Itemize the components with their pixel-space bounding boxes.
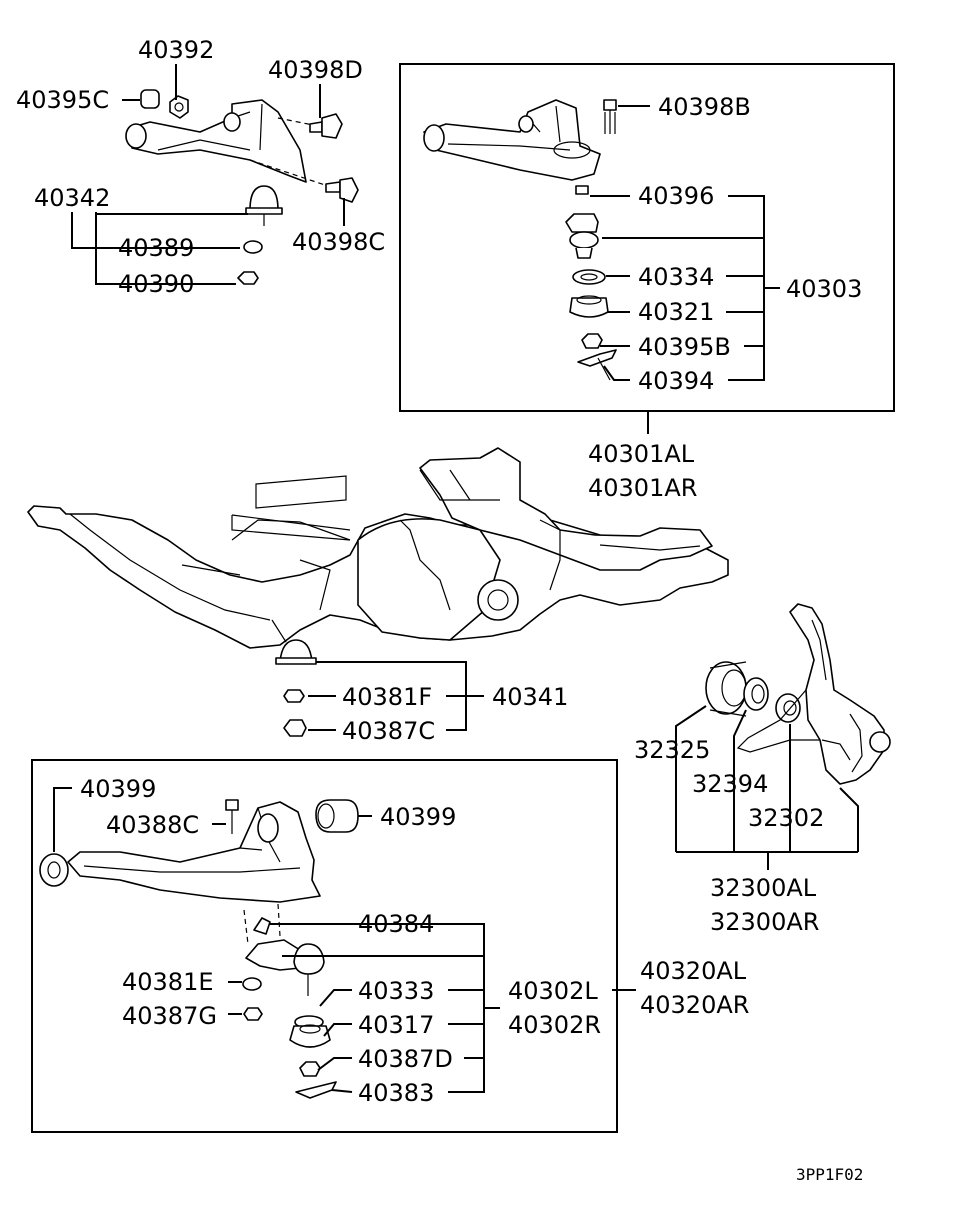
label-40342[interactable]: 40342 [34, 184, 110, 212]
lower-arm-assembly-frame [31, 759, 618, 1133]
label-40381F[interactable]: 40381F [342, 683, 432, 711]
label-40302R[interactable]: 40302R [508, 1011, 601, 1039]
label-40390[interactable]: 40390 [118, 270, 194, 298]
label-40320AR[interactable]: 40320AR [640, 991, 749, 1019]
label-40389[interactable]: 40389 [118, 234, 194, 262]
diagram-code: 3PP1F02 [796, 1165, 863, 1184]
label-32302[interactable]: 32302 [748, 804, 824, 832]
label-40303[interactable]: 40303 [786, 275, 862, 303]
label-40301AL[interactable]: 40301AL [588, 440, 695, 468]
upper-arm-assembly-frame [399, 63, 895, 412]
label-40387D[interactable]: 40387D [358, 1045, 453, 1073]
label-40333[interactable]: 40333 [358, 977, 434, 1005]
label-40399-left[interactable]: 40399 [80, 775, 156, 803]
label-40383[interactable]: 40383 [358, 1079, 434, 1107]
frame-ball-joint-drawing [275, 639, 317, 737]
label-40398D[interactable]: 40398D [268, 56, 363, 84]
label-40388C[interactable]: 40388C [106, 811, 199, 839]
leader-lines [53, 64, 859, 1093]
label-32300AR[interactable]: 32300AR [710, 908, 819, 936]
label-40399-right[interactable]: 40399 [380, 803, 456, 831]
lower-arm-drawing [39, 799, 359, 1099]
label-32325[interactable]: 32325 [634, 736, 710, 764]
label-40334[interactable]: 40334 [638, 263, 714, 291]
label-40317[interactable]: 40317 [358, 1011, 434, 1039]
label-40398C[interactable]: 40398C [292, 228, 385, 256]
crossmember-drawing [27, 447, 729, 649]
knuckle-drawing [705, 603, 891, 785]
label-40396[interactable]: 40396 [638, 182, 714, 210]
label-40321[interactable]: 40321 [638, 298, 714, 326]
label-40392[interactable]: 40392 [138, 36, 214, 64]
label-40395C[interactable]: 40395C [16, 86, 109, 114]
label-40320AL[interactable]: 40320AL [640, 957, 747, 985]
label-40387G[interactable]: 40387G [122, 1002, 217, 1030]
label-40301AR[interactable]: 40301AR [588, 474, 697, 502]
label-40341[interactable]: 40341 [492, 683, 568, 711]
part-labels: 40392 40395C 40398D 40342 40389 40390 40… [16, 36, 863, 1184]
label-40384[interactable]: 40384 [358, 910, 434, 938]
label-40387C[interactable]: 40387C [342, 717, 435, 745]
upper-arm-drawing-framed [423, 99, 617, 381]
label-40394[interactable]: 40394 [638, 367, 714, 395]
label-40395B[interactable]: 40395B [638, 333, 731, 361]
label-32300AL[interactable]: 32300AL [710, 874, 817, 902]
label-32394[interactable]: 32394 [692, 770, 768, 798]
label-40302L[interactable]: 40302L [508, 977, 598, 1005]
label-40381E[interactable]: 40381E [122, 968, 214, 996]
label-40398B[interactable]: 40398B [658, 93, 751, 121]
upper-arm-drawing-left [125, 89, 359, 285]
